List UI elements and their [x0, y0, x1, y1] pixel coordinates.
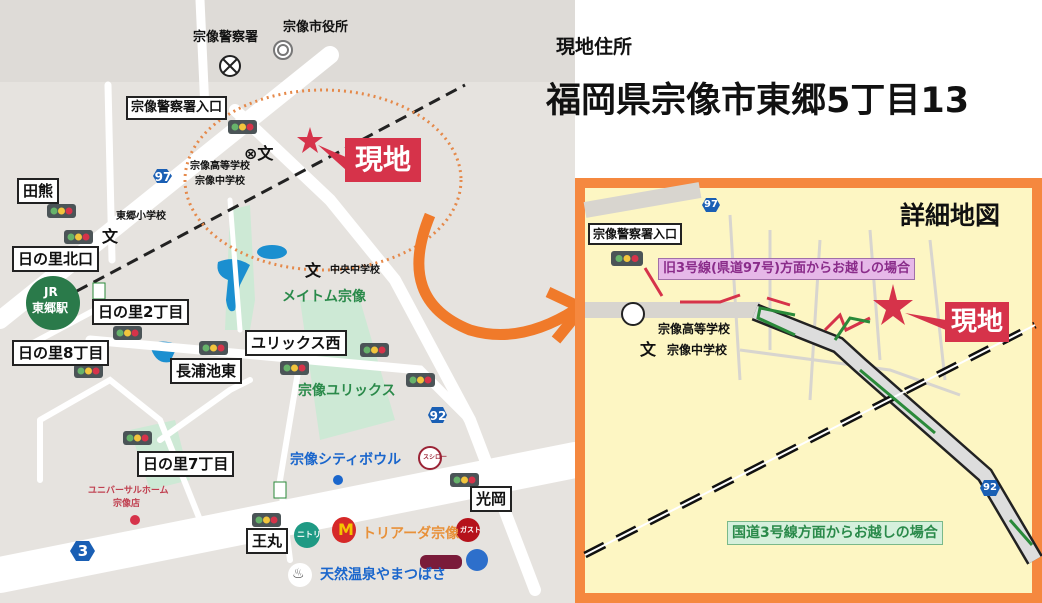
nitori-icon	[294, 522, 320, 548]
sushiro-label: スシロー	[423, 454, 448, 461]
foodway-icon	[420, 555, 462, 569]
city-hall-label: 宗像市役所	[283, 20, 349, 35]
detail-junior-high: 宗像中学校	[667, 343, 728, 357]
onsen-icon	[288, 563, 312, 587]
donki-icon	[466, 549, 488, 571]
school-icon: 文	[102, 227, 119, 246]
universal-home-label: ユニバーサルホーム	[88, 486, 169, 496]
mcdonalds-icon	[332, 517, 356, 543]
route-3-text: 3	[77, 542, 89, 560]
onsen-symbol: ♨	[292, 566, 305, 582]
intersection-mitsuoka: 光岡	[470, 486, 513, 512]
intersection-hinosato-kita: 日の里北口	[12, 246, 100, 272]
site-area-ellipse	[183, 88, 463, 272]
universal-home-marker	[130, 515, 140, 525]
detail-route-97: 97	[704, 199, 718, 210]
chuo-jh-label: 中央中学校	[330, 265, 380, 276]
intersection-hinosato8: 日の里8丁目	[12, 340, 110, 366]
intersection-omaru: 王丸	[246, 528, 289, 554]
route-national3-label: 国道3号線方面からお越しの場合	[727, 521, 943, 545]
detail-police-icon	[621, 302, 645, 326]
yurix-label: 宗像ユリックス	[298, 383, 396, 399]
route-92-badge	[428, 407, 447, 423]
jr-label: JR	[44, 285, 58, 299]
city-bowl-label: 宗像シティボウル	[290, 452, 402, 468]
school-icon: ⊗文	[244, 144, 274, 163]
universal-home-branch-label: 宗像店	[113, 499, 141, 509]
detail-site-label: 現地	[945, 302, 1010, 342]
seven-eleven-icon	[273, 481, 287, 499]
route-92-text: 92	[429, 409, 447, 423]
route-3-badge	[70, 541, 95, 561]
junior-high-label: 宗像中学校	[195, 176, 245, 187]
arrow-to-detail	[413, 212, 578, 340]
sushiro-icon	[418, 446, 442, 470]
route-97-badge	[153, 169, 172, 183]
detail-route-92: 92	[983, 482, 997, 493]
police-label: 宗像警察署	[193, 30, 259, 45]
jr-station-icon	[26, 276, 80, 330]
intersection-takuma: 田熊	[17, 178, 60, 204]
intersection-hinosato7: 日の里7丁目	[137, 451, 235, 477]
gusto-icon	[456, 518, 480, 542]
school-icon: 文	[305, 261, 322, 280]
nitori-label: ニトリ	[297, 530, 321, 539]
mcdonalds-logo: M	[338, 520, 354, 539]
detail-police-entrance: 宗像警察署入口	[588, 223, 683, 245]
route-old3-label: 旧3号線(県道97号)方面からお越しの場合	[658, 258, 916, 280]
detail-high-school: 宗像高等学校	[658, 322, 731, 336]
intersection-yurix-west: ユリックス西	[245, 330, 347, 356]
detail-map-title: 詳細地図	[900, 201, 1001, 230]
city-bowl-marker	[333, 475, 343, 485]
site-star-icon	[297, 127, 323, 153]
station-label: 東郷駅	[32, 301, 69, 315]
address-heading: 現地住所	[556, 36, 633, 58]
toriada-label: トリアーダ宗像	[362, 526, 460, 542]
route-97-text: 97	[154, 170, 172, 184]
gusto-label: ガスト	[460, 526, 481, 534]
detail-site-star-icon	[873, 284, 913, 325]
meitom-label: メイトム宗像	[282, 289, 366, 305]
intersection-police-entrance: 宗像警察署入口	[126, 96, 228, 120]
address-value: 福岡県宗像市東郷5丁目13	[546, 81, 970, 121]
school-icon: 文	[640, 340, 657, 359]
togo-elem-label: 東郷小学校	[116, 211, 166, 222]
intersection-hinosato2: 日の里2丁目	[92, 299, 190, 325]
city-hall-icon	[273, 40, 293, 60]
high-school-label: 宗像高等学校	[190, 161, 250, 172]
intersection-nagaura: 長浦池東	[170, 358, 243, 384]
seven-eleven-icon	[92, 282, 106, 300]
traffic-lights	[47, 120, 479, 527]
onsen-label: 天然温泉やまつばさ	[320, 567, 446, 583]
site-label: 現地	[345, 138, 422, 182]
